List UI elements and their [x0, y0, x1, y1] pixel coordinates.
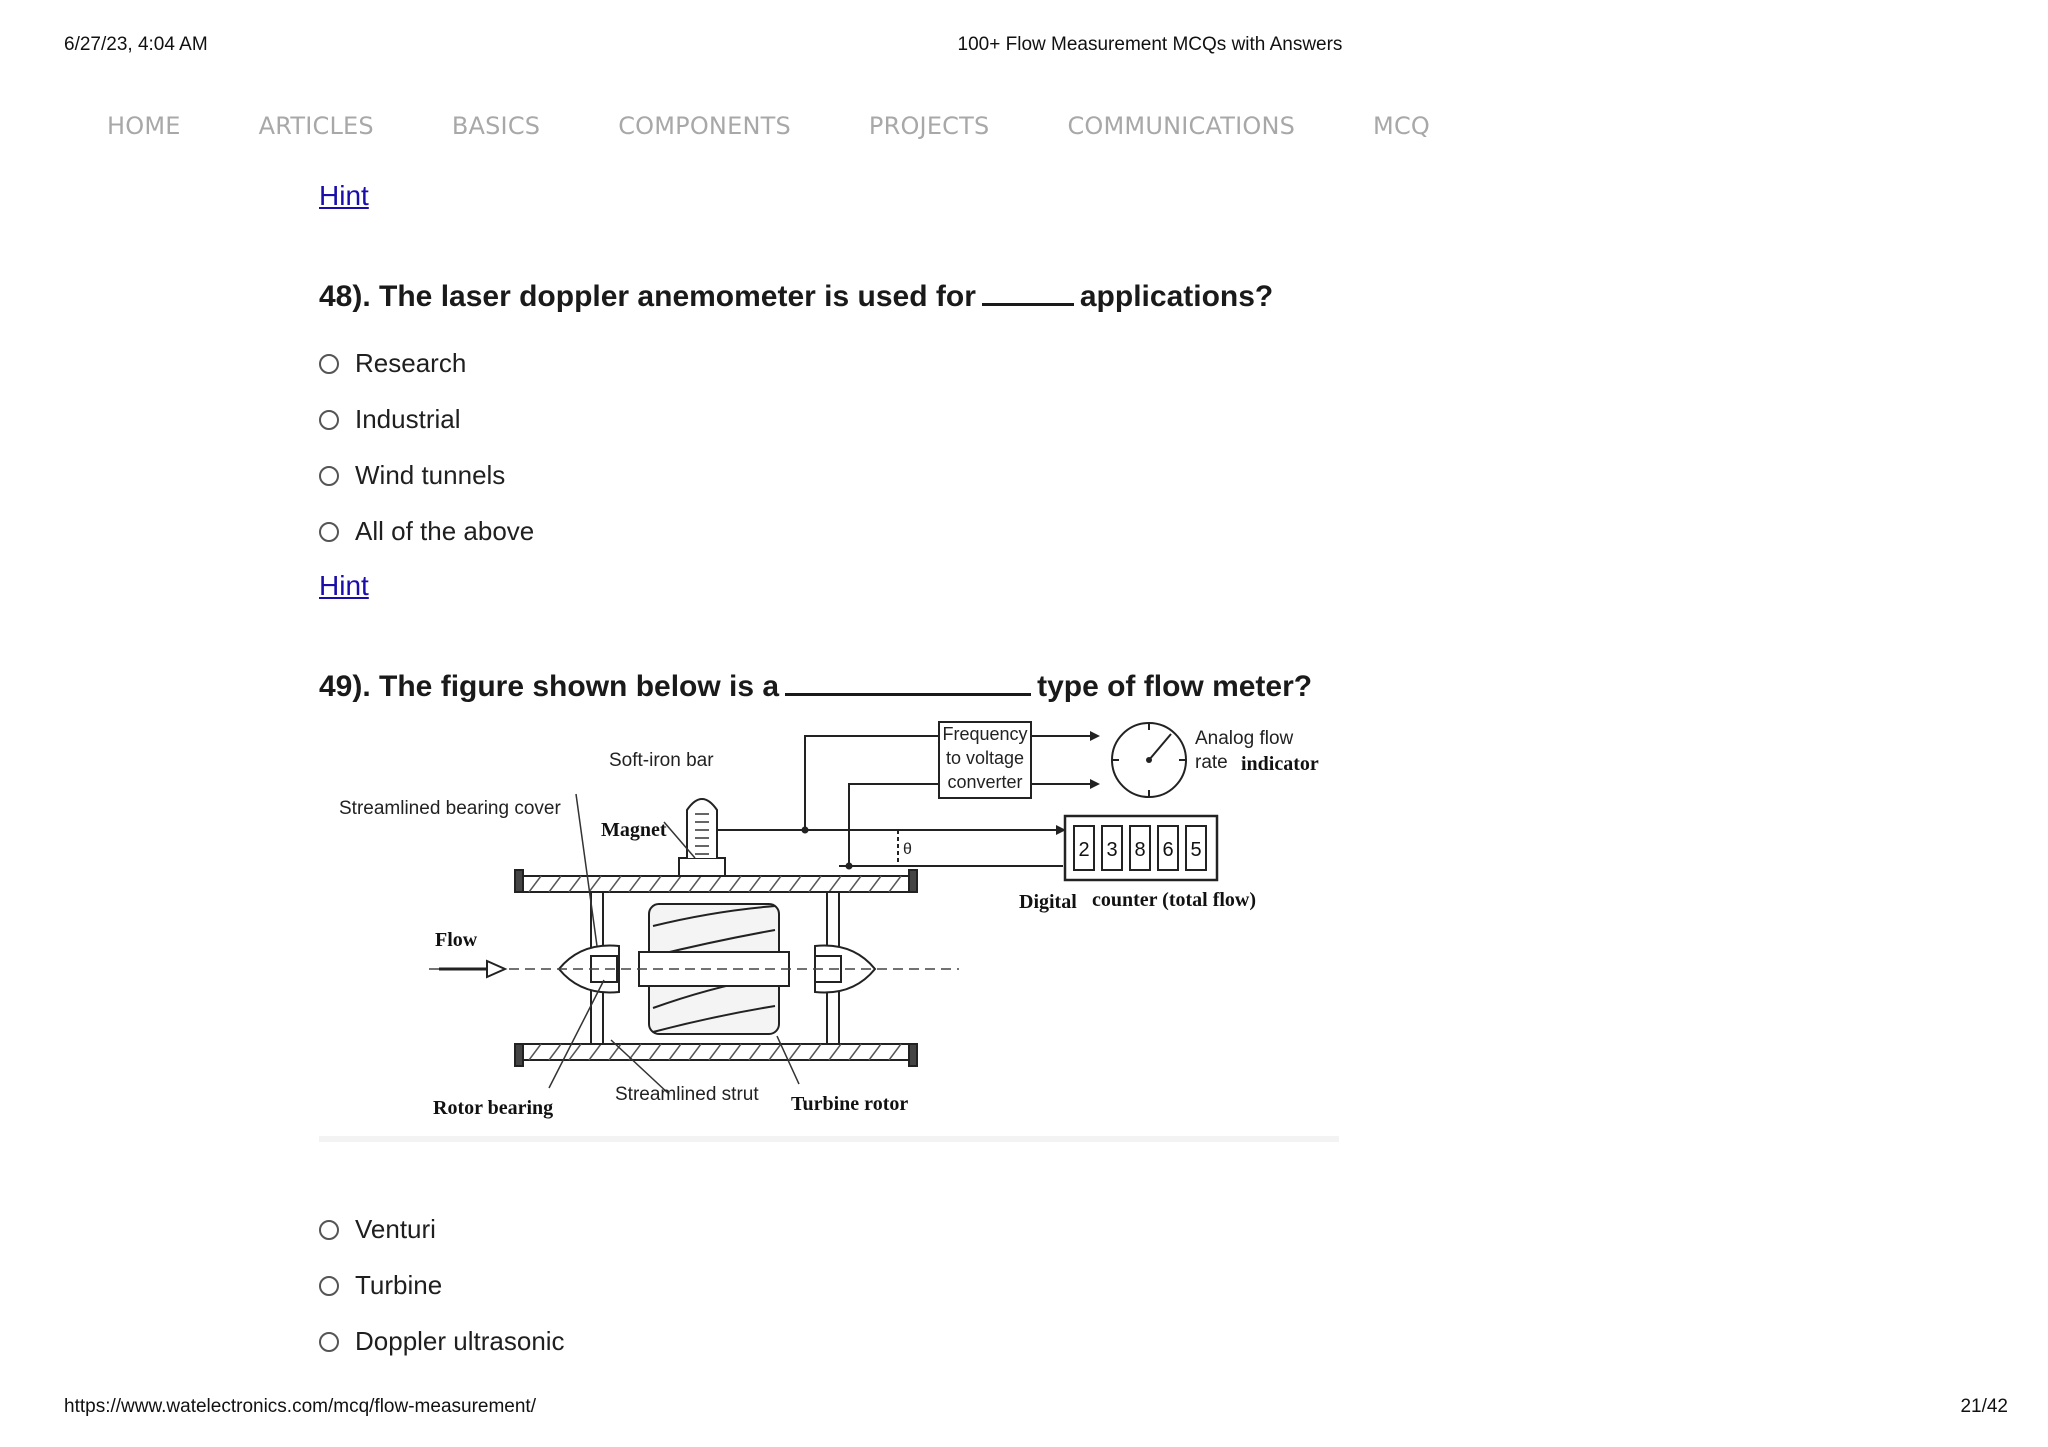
answer-blank	[785, 671, 1032, 696]
q48-option-industrial[interactable]: Industrial	[319, 404, 461, 435]
counter-digit: 8	[1134, 839, 1145, 861]
counter-digit: 3	[1106, 839, 1117, 861]
print-page-title: 100+ Flow Measurement MCQs with Answers	[957, 34, 1343, 55]
label-analog-line2: rate	[1195, 752, 1228, 773]
q49-option-venturi[interactable]: Venturi	[319, 1214, 436, 1245]
label-digital: Digital	[1019, 891, 1077, 913]
nav-articles[interactable]: ARTICLES	[258, 112, 374, 140]
question-49-text: 49). The figure shown below is a	[319, 670, 780, 703]
hint-link-q48[interactable]: Hint	[319, 570, 369, 601]
q48-option-wind-tunnels[interactable]: Wind tunnels	[319, 460, 505, 491]
nav-components[interactable]: COMPONENTS	[618, 112, 791, 140]
radio-button[interactable]	[319, 409, 339, 430]
option-label: Research	[355, 348, 467, 378]
label-soft-iron-bar: Soft-iron bar	[609, 750, 714, 771]
label-theta: θ	[903, 841, 912, 858]
radio-button[interactable]	[319, 1331, 339, 1352]
radio-button[interactable]	[319, 353, 339, 374]
label-turbine-rotor: Turbine rotor	[791, 1093, 908, 1115]
label-counter-total-flow: counter (total flow)	[1092, 889, 1256, 911]
radio-button[interactable]	[319, 521, 339, 542]
counter-digit: 6	[1162, 839, 1173, 861]
label-flow: Flow	[435, 929, 478, 951]
radio-button[interactable]	[319, 465, 339, 486]
q48-option-research[interactable]: Research	[319, 348, 466, 379]
label-analog-line1: Analog flow	[1195, 728, 1294, 749]
radio-button[interactable]	[319, 1275, 339, 1296]
question-48: 48). The laser doppler anemometer is use…	[319, 280, 1273, 314]
nav-basics[interactable]: BASICS	[451, 112, 541, 140]
label-rotor-bearing: Rotor bearing	[433, 1097, 553, 1119]
label-magnet: Magnet	[601, 819, 667, 841]
label-streamlined-strut: Streamlined strut	[615, 1084, 759, 1105]
nav-home[interactable]: HOME	[107, 112, 181, 140]
radio-button[interactable]	[319, 1219, 339, 1240]
option-label: Venturi	[355, 1214, 436, 1244]
option-label: Turbine	[355, 1270, 443, 1300]
label-converter-line3: converter	[947, 772, 1022, 792]
q49-option-doppler[interactable]: Doppler ultrasonic	[319, 1326, 565, 1357]
option-label: Industrial	[355, 404, 461, 434]
question-48-text: 48). The laser doppler anemometer is use…	[319, 280, 976, 313]
answer-blank	[981, 281, 1074, 306]
turbine-flowmeter-figure: Soft-iron bar Streamlined bearing cover …	[319, 716, 1339, 1146]
hint-link-q47[interactable]: Hint	[319, 180, 369, 211]
turbine-flowmeter-diagram: Soft-iron bar Streamlined bearing cover …	[319, 721, 1339, 1142]
label-converter-line2: to voltage	[946, 748, 1024, 768]
label-converter-line1: Frequency	[942, 724, 1027, 744]
label-analog-line3: indicator	[1241, 753, 1319, 775]
q48-option-all[interactable]: All of the above	[319, 516, 534, 547]
option-label: Doppler ultrasonic	[355, 1326, 565, 1356]
q49-option-turbine[interactable]: Turbine	[319, 1270, 442, 1301]
print-url: https://www.watelectronics.com/mcq/flow-…	[64, 1396, 536, 1417]
top-navigation: HOME ARTICLES BASICS COMPONENTS PROJECTS…	[107, 112, 1430, 140]
option-label: Wind tunnels	[355, 460, 506, 490]
counter-digit: 5	[1190, 839, 1201, 861]
question-49-tail: type of flow meter?	[1037, 670, 1313, 703]
question-48-tail: applications?	[1079, 280, 1274, 313]
question-49: 49). The figure shown below is a type of …	[319, 670, 1312, 704]
nav-projects[interactable]: PROJECTS	[868, 112, 990, 140]
label-bearing-cover: Streamlined bearing cover	[339, 798, 561, 819]
print-page-number: 21/42	[1960, 1396, 2008, 1417]
print-datetime: 6/27/23, 4:04 AM	[64, 34, 208, 55]
counter-digit: 2	[1078, 839, 1089, 861]
nav-mcq[interactable]: MCQ	[1373, 112, 1431, 140]
nav-communications[interactable]: COMMUNICATIONS	[1067, 112, 1296, 140]
option-label: All of the above	[355, 516, 535, 546]
